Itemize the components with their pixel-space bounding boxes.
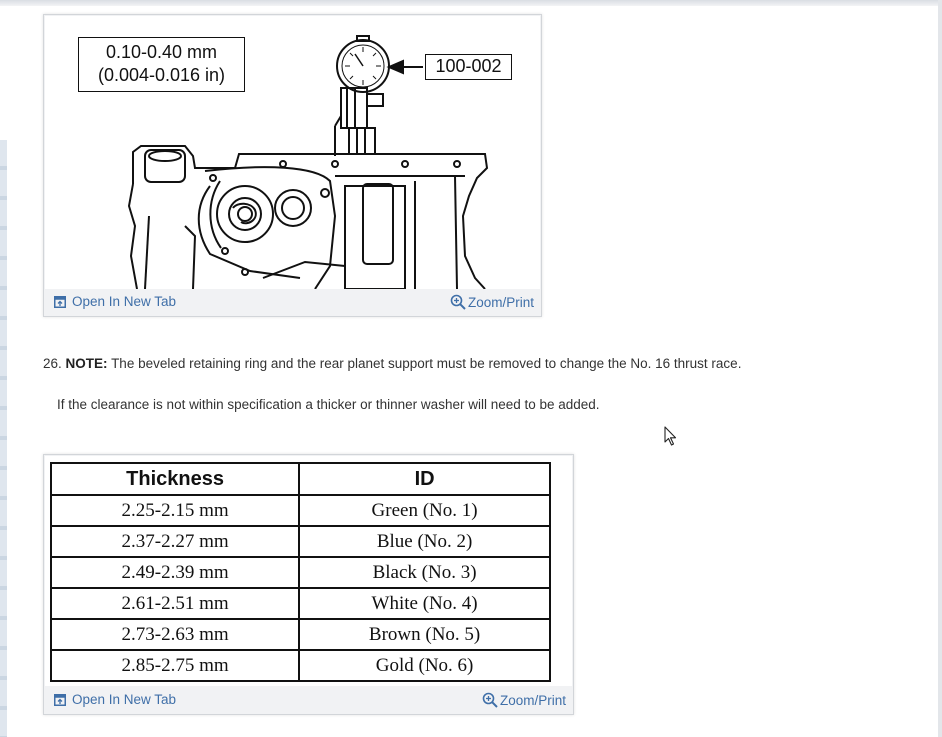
open-in-new-tab-label: Open In New Tab [72, 692, 177, 707]
table-header-row: Thickness ID [49, 462, 551, 496]
endplay-illustration[interactable]: 0.10-0.40 mm (0.004-0.016 in) 100-002 [45, 16, 540, 289]
table-row: 2.25-2.15 mm Green (No. 1) [49, 494, 551, 527]
open-in-new-tab-link[interactable]: Open In New Tab [54, 294, 176, 309]
id-cell: White (No. 4) [298, 587, 551, 620]
table-row: 2.49-2.39 mm Black (No. 3) [49, 556, 551, 589]
id-cell: Brown (No. 5) [298, 618, 551, 651]
id-cell: Black (No. 3) [298, 556, 551, 589]
thickness-cell: 2.61-2.51 mm [49, 587, 301, 620]
figure-endplay-check: 0.10-0.40 mm (0.004-0.016 in) 100-002 Op… [43, 14, 542, 317]
note-text: The beveled retaining ring and the rear … [111, 356, 742, 371]
header-id: ID [298, 462, 551, 496]
id-cell: Green (No. 1) [298, 494, 551, 527]
clearance-instruction: If the clearance is not within specifica… [57, 397, 600, 412]
id-cell: Blue (No. 2) [298, 525, 551, 558]
zoom-print-link[interactable]: Zoom/Print [482, 692, 566, 708]
clearance-spec-mm: 0.10-0.40 mm [105, 42, 218, 62]
transmission-drawing [127, 35, 489, 289]
table-row: 2.73-2.63 mm Brown (No. 5) [49, 618, 551, 651]
washer-selection-table: Thickness ID 2.25-2.15 mm Green (No. 1) … [49, 462, 551, 682]
table-row: 2.61-2.51 mm White (No. 4) [49, 587, 551, 620]
id-cell: Gold (No. 6) [298, 649, 551, 682]
zoom-print-link[interactable]: Zoom/Print [450, 294, 534, 310]
table-row: 2.85-2.75 mm Gold (No. 6) [49, 649, 551, 682]
zoom-print-label: Zoom/Print [467, 294, 534, 310]
clearance-spec-callout: 0.10-0.40 mm (0.004-0.016 in) [78, 37, 245, 92]
step-26-note: 26. NOTE: The beveled retaining ring and… [43, 356, 741, 371]
figure-washer-table: Thickness ID 2.25-2.15 mm Green (No. 1) … [43, 454, 574, 715]
thickness-cell: 2.37-2.27 mm [49, 525, 301, 558]
note-label: NOTE: [65, 356, 108, 371]
thickness-cell: 2.25-2.15 mm [49, 494, 301, 527]
washer-table-image[interactable]: Thickness ID 2.25-2.15 mm Green (No. 1) … [45, 456, 572, 686]
open-tab-icon [54, 693, 66, 706]
step-number: 26. [43, 356, 62, 371]
window-top-edge [0, 0, 942, 6]
mouse-cursor-icon [664, 426, 678, 451]
open-tab-icon [54, 295, 66, 308]
zoom-icon [482, 692, 498, 708]
zoom-icon [450, 294, 466, 310]
thickness-cell: 2.73-2.63 mm [49, 618, 301, 651]
clearance-spec-in: (0.004-0.016 in) [97, 65, 226, 85]
left-scroll-rail [0, 140, 7, 737]
thickness-cell: 2.49-2.39 mm [49, 556, 301, 589]
open-in-new-tab-link[interactable]: Open In New Tab [54, 692, 176, 707]
table-row: 2.37-2.27 mm Blue (No. 2) [49, 525, 551, 558]
figure-footer: Open In New Tab Zoom/Print [44, 686, 573, 714]
open-in-new-tab-label: Open In New Tab [72, 294, 177, 309]
figure-footer: Open In New Tab Zoom/Print [44, 288, 541, 316]
zoom-print-label: Zoom/Print [499, 692, 566, 708]
header-thickness: Thickness [49, 462, 301, 496]
tool-number-callout: 100-002 [425, 54, 512, 80]
thickness-cell: 2.85-2.75 mm [49, 649, 301, 682]
right-window-edge [938, 0, 942, 737]
